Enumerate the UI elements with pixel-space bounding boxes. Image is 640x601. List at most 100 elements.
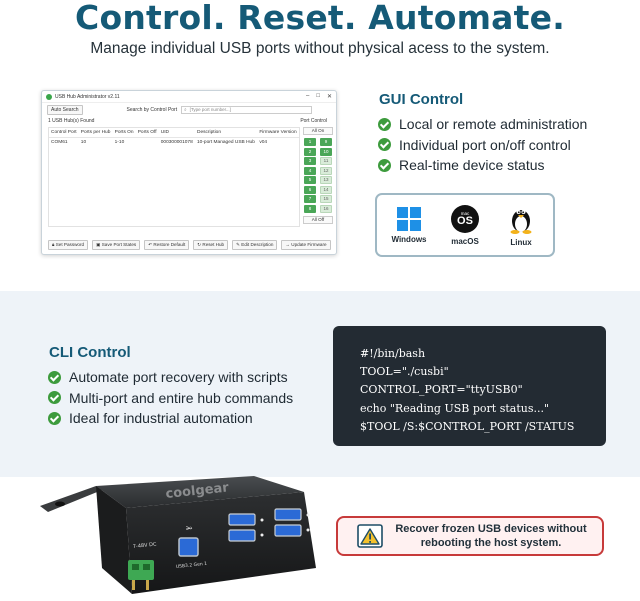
hub-table: Control Port Ports per Hub Ports On Port…: [48, 127, 300, 227]
table-cell: 1-10: [114, 140, 125, 145]
port-toggle-button[interactable]: 15: [320, 195, 332, 203]
feature-text: Local or remote administration: [399, 116, 588, 133]
table-cell: [136, 138, 159, 148]
code-line: TOOL="./cusbi": [360, 365, 449, 379]
button-label: Edit Description: [241, 242, 274, 247]
table-cell: COM61: [51, 140, 68, 145]
callout-text: Recover frozen USB devices without reboo…: [386, 522, 602, 550]
set-password-button[interactable]: 🔒︎ Set Password: [48, 240, 89, 250]
os-item-windows: Windows: [385, 206, 433, 244]
table-cell: 000300001078: [160, 140, 193, 145]
search-label: Search by Control Port: [126, 106, 178, 113]
code-line: #!/bin/bash: [360, 347, 426, 360]
check-icon: [378, 117, 391, 131]
column-header[interactable]: Control Port: [49, 128, 79, 138]
check-icon: [48, 370, 61, 384]
windows-logo-icon: [397, 206, 421, 231]
port-toggle-button[interactable]: 7: [304, 195, 316, 203]
cli-feature-list: Automate port recovery with scripts Mult…: [48, 367, 293, 429]
search-input[interactable]: ⌕ [Type port number...]: [181, 105, 313, 114]
port-toggle-button[interactable]: 3: [304, 157, 316, 165]
linux-tux-icon: [510, 209, 532, 234]
list-item: Individual port on/off control: [378, 135, 587, 156]
recovery-callout: Recover frozen USB devices without reboo…: [336, 516, 604, 556]
port-toggle-button[interactable]: 9: [320, 138, 332, 146]
lock-icon: 🔒︎: [52, 242, 55, 247]
column-header[interactable]: Ports per Hub: [78, 128, 113, 138]
window-controls: – □ ✕: [306, 93, 332, 100]
update-firmware-button[interactable]: → Update Firmware: [281, 240, 331, 250]
port-toggle-button[interactable]: 5: [304, 176, 316, 184]
maximize-icon[interactable]: □: [316, 93, 320, 99]
all-on-button[interactable]: All On: [303, 127, 333, 135]
os-label: Windows: [391, 234, 427, 244]
port-toggle-button[interactable]: 4: [304, 166, 316, 175]
auto-search-button[interactable]: Auto Search: [47, 104, 83, 115]
button-label: Update Firmware: [291, 242, 327, 247]
column-header[interactable]: Firmware Version: [257, 128, 299, 138]
arrow-right-icon: →: [285, 242, 291, 247]
feature-text: Real-time device status: [399, 157, 545, 174]
subheadline: Manage individual USB ports without phys…: [90, 40, 550, 57]
cli-control-title: CLI Control: [49, 344, 131, 361]
app-bottom-bar: 🔒︎ Set Password ▣ Save Port States ↶ Res…: [48, 240, 331, 250]
reset-hub-button[interactable]: ↻ Reset Hub: [193, 240, 229, 250]
port-toggle-button[interactable]: 10: [320, 147, 332, 156]
check-icon: [378, 138, 391, 152]
port-toggle-button[interactable]: 8: [304, 204, 316, 213]
port-toggle-button[interactable]: 12: [320, 166, 332, 175]
check-icon: [378, 158, 391, 172]
feature-text: Individual port on/off control: [399, 136, 571, 153]
gui-control-title: GUI Control: [379, 91, 464, 108]
feature-text: Ideal for industrial automation: [69, 410, 253, 427]
close-icon[interactable]: ✕: [326, 94, 332, 100]
usb-symbol-icon: ⭃: [186, 523, 193, 532]
table-cell: v04: [259, 140, 268, 145]
gui-feature-list: Local or remote administration Individua…: [378, 114, 587, 176]
port-toggle-button[interactable]: 11: [320, 157, 332, 165]
all-off-button[interactable]: All Off: [303, 215, 333, 224]
column-header[interactable]: Ports Off: [135, 128, 159, 138]
dc-terminal-block: [128, 560, 154, 580]
check-icon: [48, 391, 61, 405]
table-cell: 10: [80, 140, 87, 145]
column-header[interactable]: Description: [195, 128, 258, 138]
reset-icon: ↻: [197, 242, 202, 247]
code-line: $TOOL /S:$CONTROL_PORT /STATUS: [360, 419, 575, 433]
minimize-icon[interactable]: –: [306, 93, 310, 99]
port-toggle-button[interactable]: 2: [304, 147, 316, 156]
restore-default-button[interactable]: ↶ Restore Default: [144, 240, 190, 250]
edit-icon: ✎: [236, 242, 240, 247]
search-icon: ⌕: [184, 107, 187, 112]
code-line: echo "Reading USB port status...": [360, 401, 550, 415]
table-row[interactable]: COM61 10 1-10 000300001078 10-port Manag…: [49, 138, 299, 148]
port-toggle-button[interactable]: 13: [320, 176, 332, 184]
app-toolbar: Auto Search Search by Control Port ⌕ [Ty…: [42, 103, 336, 116]
os-item-macos: mac OS macOS: [441, 204, 489, 246]
column-header[interactable]: UID: [158, 128, 195, 138]
column-header[interactable]: Ports On: [112, 128, 136, 138]
edit-description-button[interactable]: ✎ Edit Description: [232, 240, 278, 250]
brand-logo-text: coolgear: [165, 480, 230, 502]
usb-hub-admin-window: USB Hub Administrator v2.11 – □ ✕ Auto S…: [41, 90, 337, 255]
macos-badge-small: mac: [460, 210, 470, 216]
macos-badge-big: OS: [457, 214, 473, 227]
os-support-box: Windows mac OS macOS Linux: [375, 193, 555, 257]
terminal-code-block: #!/bin/bash TOOL="./cusbi" CONTROL_PORT=…: [333, 326, 606, 446]
port-control-label: Port Control: [300, 118, 327, 124]
port-toggle-button[interactable]: 14: [320, 185, 332, 194]
button-label: Set Password: [55, 242, 85, 247]
port-toggle-button[interactable]: 6: [304, 185, 316, 194]
headline: Control. Reset. Automate.: [75, 0, 565, 37]
feature-text: Multi-port and entire hub commands: [69, 389, 294, 406]
save-port-states-button[interactable]: ▣ Save Port States: [92, 240, 141, 250]
usb-a-ports: [228, 508, 310, 542]
port-toggle-button[interactable]: 16: [320, 204, 332, 213]
list-item: Real-time device status: [378, 155, 587, 176]
port-toggle-button[interactable]: 1: [304, 138, 316, 146]
list-item: Local or remote administration: [378, 114, 587, 135]
os-item-linux: Linux: [497, 204, 545, 247]
macos-logo-icon: mac OS: [451, 204, 479, 233]
